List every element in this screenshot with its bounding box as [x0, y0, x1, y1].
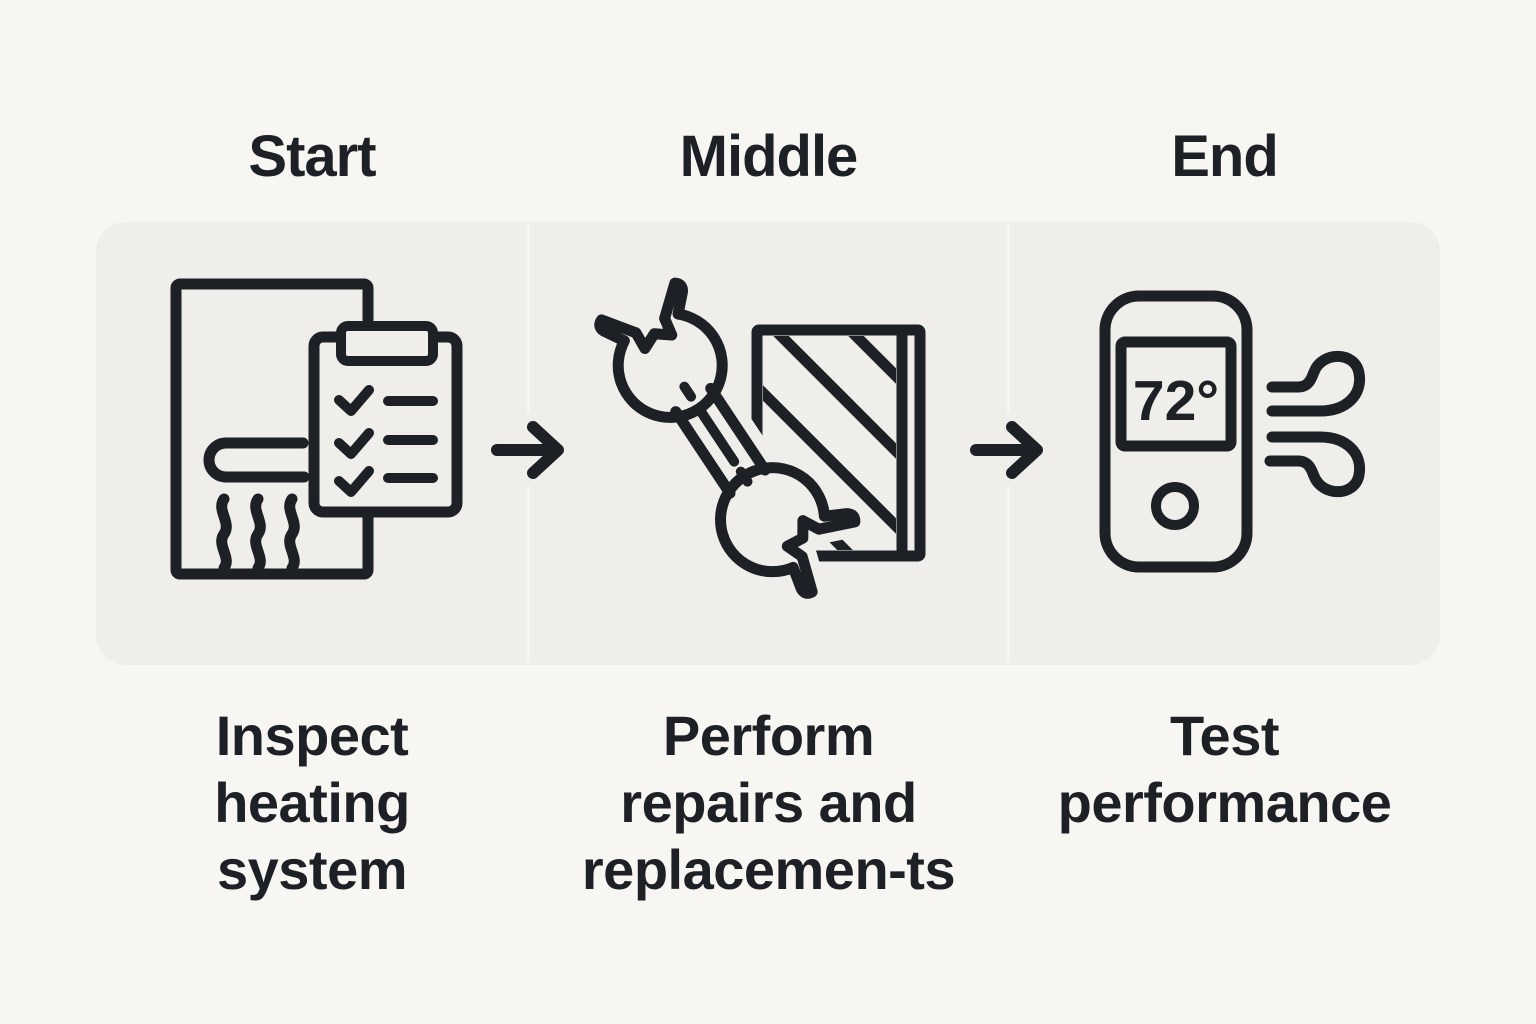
step-header-middle: Middle [679, 124, 859, 189]
heat-wave-icon [250, 493, 266, 574]
step-header-end: End [1171, 124, 1279, 189]
headers-row: Start Middle End [96, 126, 1440, 188]
checkmark-icon [334, 385, 374, 416]
thermostat-button [1151, 482, 1199, 530]
furnace-checklist-icon [170, 278, 463, 580]
caption-line: performance [1057, 771, 1392, 834]
caption-perform-repairs: Perform repairs and replacemen-ts [528, 702, 1009, 903]
captions-row: Inspect heating system Perform repairs a… [96, 702, 1440, 903]
clipboard-clip [336, 321, 438, 366]
thermostat-temperature: 72° [1133, 369, 1219, 433]
caption-line: replacemen-ts [581, 838, 956, 901]
heat-wave-icon [284, 493, 300, 574]
heat-wave-icon [216, 493, 232, 574]
caption-line: Test [1170, 704, 1280, 767]
airflow-swirl-icon [1266, 351, 1366, 417]
thermostat-airflow-icon: 72° [1099, 290, 1366, 573]
wrench-icon [594, 277, 861, 599]
airflow-swirl-icon [1264, 431, 1366, 497]
arrow-right-icon [970, 421, 1043, 479]
caption-line: Inspect [215, 704, 409, 767]
checkmark-icon [334, 428, 374, 459]
arrow-right-icon [491, 421, 564, 479]
caption-line: repairs and [620, 771, 917, 834]
checkmark-icon [334, 466, 374, 497]
caption-inspect-heating-system: Inspect heating system [96, 702, 528, 903]
checklist-rows [334, 385, 438, 497]
caption-line: Perform [662, 704, 875, 767]
caption-line: heating [214, 771, 410, 834]
wrench-air-filter-icon [584, 268, 926, 609]
thermostat-display [1115, 336, 1237, 452]
step-header-start: Start [248, 124, 376, 189]
caption-line: system [216, 838, 408, 901]
caption-test-performance: Test performance [1009, 702, 1440, 836]
thermostat-body [1099, 290, 1253, 573]
